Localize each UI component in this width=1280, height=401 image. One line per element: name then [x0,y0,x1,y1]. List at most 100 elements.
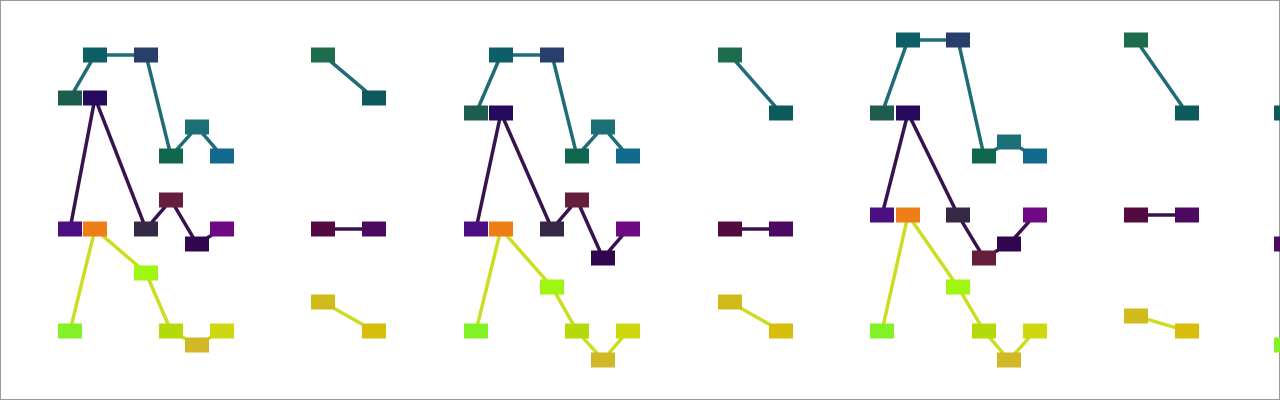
graph-node [362,90,386,106]
graph-edge [575,198,605,260]
graph-node [997,236,1021,252]
graph-node [1175,105,1199,121]
graph-node [896,207,920,223]
graph-edge [144,271,173,333]
graph-node [718,47,742,63]
graph-node [1023,207,1047,223]
graph-node [134,47,158,63]
graph-node [464,105,488,121]
graph-node [565,148,589,164]
panel-5 [870,32,1047,368]
graph-edge [93,96,148,231]
graph-edge [880,38,910,115]
graph-node [159,148,183,164]
graph-edge [144,53,173,158]
graph-node [159,323,183,339]
graph-node [210,323,234,339]
graph-edge [474,227,503,333]
graph-node [1274,337,1280,353]
graph-node [464,221,488,237]
graph-node [972,323,996,339]
graph-node [997,352,1021,368]
graph-node [311,221,335,237]
graph-node [83,90,107,106]
graph-edge [728,53,783,115]
panel-3 [464,47,640,368]
graph-node [1274,236,1280,252]
panel-7 [1274,105,1280,353]
graph-node [58,221,82,237]
graph-node [134,221,158,237]
graph-node [540,47,564,63]
graph-edge [68,227,97,333]
graph-node [769,323,793,339]
graph-node [1124,308,1148,324]
graph-node [870,105,894,121]
graph-node [769,221,793,237]
graph-node [185,236,209,252]
graph-node [769,105,793,121]
graph-node [1175,323,1199,339]
graph-node [362,221,386,237]
graph-node [311,294,335,310]
graph-node [489,105,513,121]
graph-edge [550,53,579,158]
graph-node [616,323,640,339]
graph-node [58,90,82,106]
graph-edge [474,111,503,231]
graph-edge [68,96,97,231]
graph-node [185,337,209,353]
graph-edge [956,38,986,158]
graph-node [1023,148,1047,164]
graph-edge [906,213,960,289]
graph-node [1124,32,1148,48]
panel-6 [1124,32,1199,339]
graph-node [83,221,107,237]
graph-node [58,323,82,339]
graph-node [591,119,615,135]
graph-node [718,294,742,310]
graph-node [464,323,488,339]
graph-node [210,221,234,237]
panel-4 [718,47,793,339]
graph-edge [1134,38,1189,115]
graph-node [972,148,996,164]
graph-node [870,207,894,223]
graph-node [1274,105,1280,121]
graph-edge [880,213,910,333]
graph-node [1175,207,1199,223]
graph-node [946,207,970,223]
graph-edge [499,227,554,289]
graph-node [540,221,564,237]
graph-node [210,148,234,164]
graph-node [591,352,615,368]
graph-edge [906,111,960,217]
graph-node [870,323,894,339]
graph-node [616,148,640,164]
graph-node [1023,323,1047,339]
graph-node [489,47,513,63]
graph-node [565,192,589,208]
graph-edge [880,111,910,217]
graph-node [489,221,513,237]
graph-node [997,134,1021,150]
panel-2 [311,47,386,339]
graph-node [185,119,209,135]
graph-node [896,105,920,121]
panel-1 [58,47,234,353]
graph-edge [474,53,503,115]
graph-node [134,265,158,281]
graph-node [540,279,564,295]
graph-node [896,32,920,48]
graph-edge [499,111,554,231]
graph-node [972,250,996,266]
graph-node [362,323,386,339]
graph-node [1124,207,1148,223]
graph-node [83,47,107,63]
graph-node [946,32,970,48]
graph-node [565,323,589,339]
graph-node [159,192,183,208]
graph-node [616,221,640,237]
